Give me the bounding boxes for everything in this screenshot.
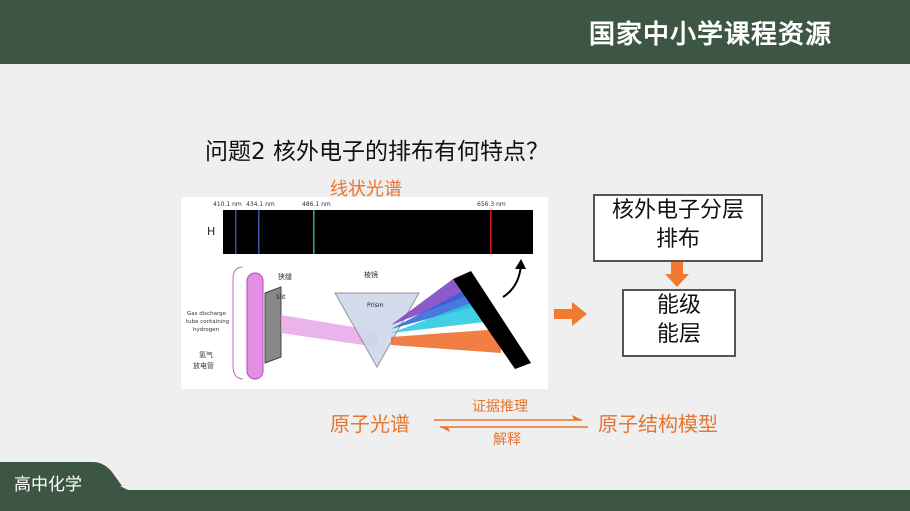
spectral-line-656 [490,210,492,254]
tube-en-2: tube containing [186,319,229,325]
screen [453,271,531,369]
ray-violet [391,279,469,325]
slit-en: Slit [276,294,286,301]
ray-blue [391,291,479,329]
slit-plate [264,286,282,364]
spectral-line-410 [235,210,237,254]
spectral-line-486 [313,210,315,254]
curved-arrow-head [515,259,526,269]
right-arrow-icon [554,302,587,326]
prism-shape [334,292,420,369]
spectroscope-figure: 410.1 nm 434.1 nm 486.1 nm 656.3 nm H Ga… [181,197,548,389]
prism-en: Prism [367,302,384,309]
line-label-2: 434.1 nm [246,201,275,208]
line-label-1: 410.1 nm [213,201,242,208]
box2-line2: 能层 [656,322,701,347]
tube-en-1: Gas discharge [187,311,227,317]
spectrum-strip [223,210,533,254]
line-label-3: 486.1 nm [302,201,331,208]
model-box-layered: 核外电子分层 排布 [593,194,763,262]
subject-label: 高中化学 [14,475,82,495]
question-title: 问题2 核外电子的排布有何特点？ [205,139,549,165]
discharge-tube [246,272,264,380]
tube-en-3: hydrogen [193,327,220,333]
brand-title: 国家中小学课程资源 [588,20,832,50]
down-arrow-icon [665,262,689,287]
footer-bar [0,462,910,511]
ray-cyan [391,303,493,333]
box1-line1: 核外电子分层 [611,198,744,223]
line-label-4: 656.3 nm [477,201,506,208]
prism-cn: 棱镜 [364,270,378,279]
box1-line2: 排布 [655,227,700,252]
curved-arrow [502,264,522,298]
element-label: H [207,225,215,238]
spectrum-title: 线状光谱 [330,179,402,200]
spectral-line-434 [258,210,260,254]
tube-cn-1: 氢气 [199,350,213,359]
box2-line1: 能级 [656,293,701,318]
explanation-label: 解释 [493,432,521,448]
atomic-spectrum-label: 原子光谱 [330,412,410,436]
slit-cn: 狭缝 [278,272,292,281]
evidence-reasoning-label: 证据推理 [472,399,528,415]
atomic-model-label: 原子结构模型 [598,412,718,436]
spectroscope-diagram: 410.1 nm 434.1 nm 486.1 nm 656.3 nm H Ga… [186,201,533,380]
header-bar: 国家中小学课程资源 [0,0,910,64]
tube-bracket [232,266,244,380]
double-arrow-icon [434,415,588,432]
light-beam [281,315,377,347]
model-box-levels: 能级 能层 [622,289,736,357]
tube-cn-2: 放电管 [193,361,214,370]
ray-orange [391,329,501,353]
